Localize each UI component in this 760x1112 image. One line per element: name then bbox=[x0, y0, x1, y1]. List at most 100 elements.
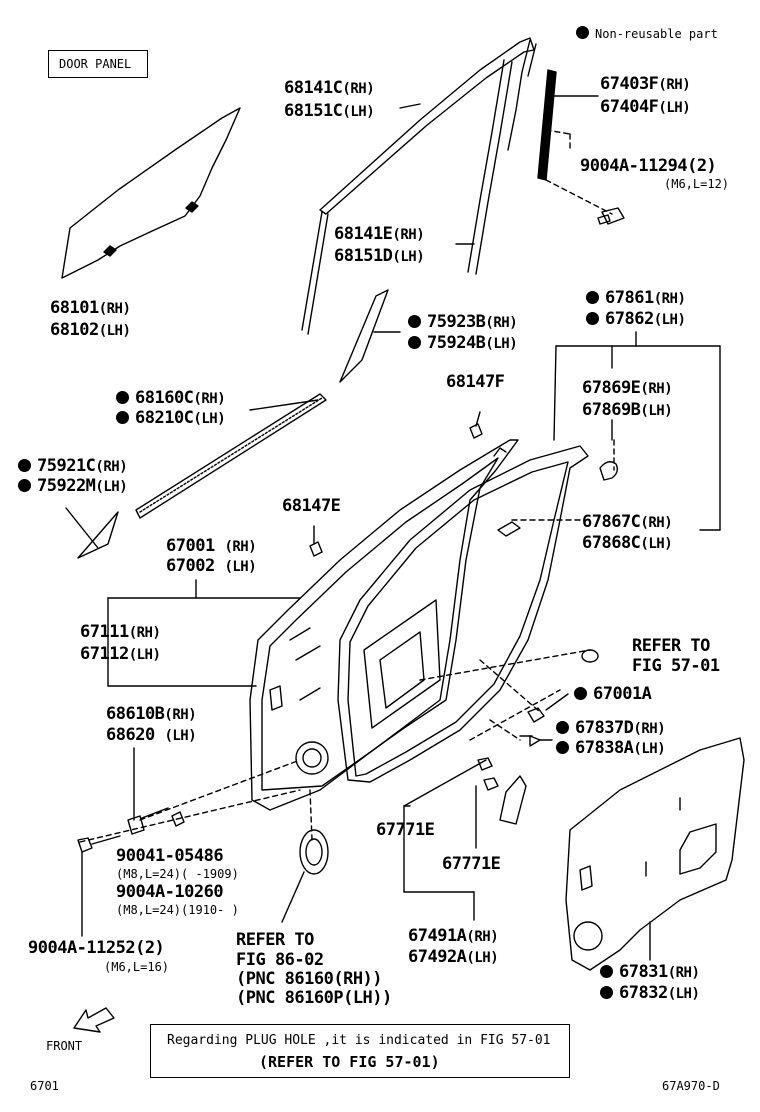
fig-57-01-label: FIG 57-01 bbox=[632, 656, 720, 676]
note-line-2: (REFER TO FIG 57-01) bbox=[259, 1053, 440, 1071]
part-number: 68610B bbox=[106, 704, 165, 724]
part-number: 68160C bbox=[135, 388, 194, 408]
part-number: 68101 bbox=[50, 298, 99, 318]
part-67867c: 67867C(RH) bbox=[582, 514, 673, 531]
part-side: (LH) bbox=[658, 100, 691, 116]
part-number: 68141E bbox=[334, 224, 393, 244]
part-side: (LH) bbox=[485, 336, 518, 352]
part-side: (RH) bbox=[466, 929, 499, 945]
part-side: (LH) bbox=[640, 403, 673, 419]
pnc-86160p-lh: (PNC 86160P(LH)) bbox=[236, 988, 392, 1008]
part-67403f: 67403F(RH) bbox=[600, 76, 691, 93]
leader-lines bbox=[81, 95, 721, 961]
door-panel-label: DOOR PANEL bbox=[59, 57, 132, 71]
pnc-86160-rh: (PNC 86160(RH)) bbox=[236, 969, 383, 989]
non-reusable-icon bbox=[586, 312, 599, 325]
part-67001: 67001 (RH) bbox=[166, 538, 257, 555]
spec-m6-l12: (M6,L=12) bbox=[664, 177, 730, 191]
part-67112: 67112(LH) bbox=[80, 644, 161, 664]
note-line-1: Regarding PLUG HOLE ,it is indicated in … bbox=[167, 1033, 551, 1048]
corner-piece-drawing bbox=[339, 289, 389, 383]
part-side: (LH) bbox=[95, 479, 128, 495]
clip-67837d-drawing bbox=[529, 735, 541, 747]
part-number: 75922M bbox=[37, 476, 96, 496]
part-number: 68141C bbox=[284, 78, 343, 98]
refer-to-86-label: REFER TO bbox=[236, 930, 314, 950]
part-67868c: 67868C(LH) bbox=[582, 533, 673, 553]
part-75923b: 75923B(RH) bbox=[408, 312, 518, 332]
part-67869e: 67869E(RH) bbox=[582, 380, 673, 397]
part-67869b: 67869B(LH) bbox=[582, 400, 673, 420]
part-75921c: 75921C(RH) bbox=[18, 456, 128, 476]
speaker-grommet-drawing bbox=[281, 829, 329, 923]
non-reusable-icon bbox=[556, 721, 569, 734]
part-68141e: 68141E(RH) bbox=[334, 224, 425, 244]
non-reusable-icon bbox=[586, 291, 599, 304]
non-reusable-icon bbox=[574, 687, 587, 700]
part-side: (RH) bbox=[392, 227, 425, 243]
refer-to-label: REFER TO bbox=[632, 636, 710, 656]
part-number: 68151D bbox=[334, 246, 393, 266]
part-68610b: 68610B(RH) bbox=[106, 704, 197, 724]
non-reusable-icon bbox=[408, 336, 421, 349]
part-side: (RH) bbox=[95, 459, 128, 475]
part-side: (LH) bbox=[466, 950, 499, 966]
assembly-guide-lines bbox=[79, 439, 615, 843]
part-side: (LH) bbox=[193, 411, 226, 427]
part-68147e: 68147E bbox=[282, 496, 341, 516]
non-reusable-legend: Non-reusable part bbox=[576, 26, 718, 40]
part-number: 75921C bbox=[37, 456, 96, 476]
part-9004a-11294: 9004A-11294(2) bbox=[580, 156, 717, 176]
part-68151c: 68151C(LH) bbox=[284, 101, 375, 121]
part-side: (RH) bbox=[193, 391, 226, 407]
non-reusable-icon bbox=[600, 965, 613, 978]
part-67862: 67862(LH) bbox=[586, 311, 686, 328]
part-67404f: 67404F(LH) bbox=[600, 99, 691, 116]
non-reusable-icon bbox=[116, 391, 129, 404]
part-number: 67112 bbox=[80, 644, 129, 664]
part-side: (LH) bbox=[667, 986, 700, 1002]
part-side: (RH) bbox=[164, 707, 197, 723]
part-68102: 68102(LH) bbox=[50, 320, 131, 340]
part-68141c: 68141C(RH) bbox=[284, 78, 375, 98]
plug-hole-note-box: Regarding PLUG HOLE ,it is indicated in … bbox=[150, 1024, 570, 1078]
part-number: 67868C bbox=[582, 533, 641, 553]
part-side: (RH) bbox=[485, 315, 518, 331]
door-panel-box: DOOR PANEL bbox=[48, 50, 148, 78]
part-75922m: 75922M(LH) bbox=[18, 476, 128, 496]
part-number: 67001A bbox=[593, 684, 652, 704]
bullet-icon bbox=[576, 26, 589, 39]
part-number: 67861 bbox=[605, 288, 654, 308]
fig-86-02-label: FIG 86-02 bbox=[236, 950, 324, 970]
part-75924b: 75924B(LH) bbox=[408, 335, 518, 352]
non-reusable-icon bbox=[600, 986, 613, 999]
part-side: (RH) bbox=[342, 81, 375, 97]
part-68147f: 68147F bbox=[446, 372, 505, 392]
clip-67867c-drawing bbox=[497, 521, 521, 537]
part-number: 67491A bbox=[408, 926, 467, 946]
part-number: 75923B bbox=[427, 312, 486, 332]
part-number: 67111 bbox=[80, 622, 129, 642]
part-number: 67838A bbox=[575, 738, 634, 758]
part-number: 67492A bbox=[408, 947, 467, 967]
part-side: (RH) bbox=[640, 515, 673, 531]
clip-68147f-drawing bbox=[469, 423, 483, 439]
part-number: 67869B bbox=[582, 400, 641, 420]
front-arrow-drawing bbox=[73, 1007, 115, 1033]
front-label: FRONT bbox=[46, 1039, 83, 1053]
part-68620: 68620 (LH) bbox=[106, 727, 197, 744]
plug-hole-drawing bbox=[581, 649, 599, 663]
part-side: (LH) bbox=[342, 104, 375, 120]
spec-m8-upper: (M8,L=24)( -1909) bbox=[116, 867, 239, 881]
part-number: 68151C bbox=[284, 101, 343, 121]
part-number: 68102 bbox=[50, 320, 99, 340]
part-side: (LH) bbox=[392, 249, 425, 265]
belt-moulding-drawing bbox=[135, 393, 327, 519]
door-trim-panel-drawing bbox=[565, 737, 745, 971]
part-9004a-11252: 9004A-11252(2) bbox=[28, 938, 165, 958]
part-67492a: 67492A(LH) bbox=[408, 947, 499, 967]
part-68151d: 68151D(LH) bbox=[334, 246, 425, 266]
part-9004a-10260: 9004A-10260 bbox=[116, 882, 224, 902]
page-number: 6701 bbox=[30, 1079, 59, 1093]
